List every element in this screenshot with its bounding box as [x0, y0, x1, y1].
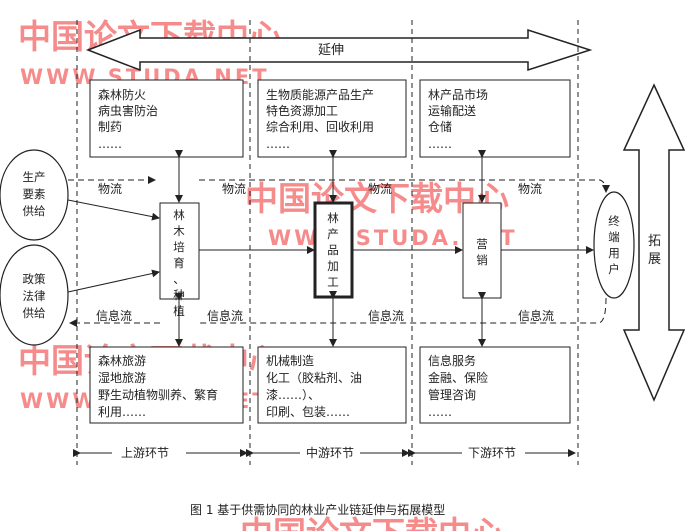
main-flow-arrows — [67, 199, 594, 293]
chain-node-processing: 林产品加工 — [313, 201, 354, 299]
box-text: …… — [428, 137, 452, 151]
box-text: 化工（胶粘剂、油 — [266, 370, 362, 385]
top-box-midstream: 生物质能源产品生产 特色资源加工 综合利用、回收利用 …… — [257, 79, 407, 158]
box-text: 印刷、包装…… — [266, 405, 350, 419]
bottom-box-downstream: 信息服务 金融、保险 管理咨询 …… — [419, 346, 571, 424]
box-text: 仓储 — [428, 119, 452, 134]
box-text: …… — [98, 137, 122, 151]
box-text: 运输配送 — [428, 103, 476, 118]
information-flow-label: 信息流 — [96, 308, 132, 323]
figure-caption: 图 1 基于供需协同的林业产业链延伸与拓展模型 — [190, 502, 445, 517]
extension-label: 延伸 — [318, 43, 344, 58]
stage-label-downstream: 下游环节 — [468, 446, 516, 460]
box-text: …… — [428, 405, 452, 419]
node-end-user: 终端用户 — [593, 191, 635, 299]
expansion-label-2: 展 — [648, 252, 661, 267]
material-flow-label: 物流 — [368, 182, 392, 196]
box-text: 特色资源加工 — [266, 103, 338, 118]
box-text: 森林旅游 — [98, 353, 146, 368]
box-text: 利用…… — [98, 405, 146, 419]
box-text: 综合利用、回收利用 — [266, 119, 374, 134]
node-label: 林产品加工 — [327, 211, 339, 289]
bottom-box-midstream: 机械制造 化工（胶粘剂、油 漆……）、 印刷、包装…… — [257, 346, 407, 424]
box-text: 金融、保险 — [428, 370, 488, 385]
information-flow-line — [69, 297, 607, 327]
bottom-box-upstream: 森林旅游 湿地旅游 野生动植物驯养、繁育 利用…… — [89, 346, 244, 424]
node-label: 营销 — [476, 237, 488, 267]
box-text: 生物质能源产品生产 — [266, 88, 374, 102]
box-text: 林产品市场 — [428, 87, 488, 102]
stage-dividers — [76, 20, 579, 465]
material-flow-label: 物流 — [98, 182, 122, 196]
vertical-connectors — [175, 150, 486, 347]
chain-node-marketing: 营销 — [462, 202, 502, 299]
watermark-cn: 中国论文下载中心 — [240, 514, 504, 531]
material-flow-line — [68, 176, 610, 193]
stage-labels: 上游环节 中游环节 下游环节 — [121, 445, 516, 460]
material-flow-label: 物流 — [518, 182, 542, 196]
box-text: 森林防火 — [98, 87, 146, 102]
expansion-label-1: 拓 — [648, 234, 661, 249]
box-text: 制药 — [98, 120, 122, 134]
box-text: 管理咨询 — [428, 387, 476, 402]
expansion-arrow: 拓 展 — [622, 83, 686, 402]
stage-label-upstream: 上游环节 — [121, 446, 169, 460]
box-text: 机械制造 — [266, 353, 314, 368]
box-text: 湿地旅游 — [98, 370, 146, 385]
node-label: 生产要素供给 — [23, 170, 46, 218]
top-box-upstream: 森林防火 病虫害防治 制药 …… — [89, 79, 244, 158]
box-text: 病虫害防治 — [98, 103, 158, 118]
box-text: …… — [266, 137, 290, 151]
stage-label-midstream: 中游环节 — [306, 445, 354, 460]
box-text: 信息服务 — [428, 353, 476, 368]
node-factor-supply: 生产要素供给 — [0, 149, 69, 241]
top-box-downstream: 林产品市场 运输配送 仓储 …… — [419, 79, 571, 158]
node-label: 终端用户 — [608, 214, 620, 276]
node-label: 政策法律供给 — [23, 272, 46, 320]
box-text: 野生动植物驯养、繁育 — [98, 387, 218, 402]
information-flow-label: 信息流 — [518, 308, 554, 323]
information-flow-label: 信息流 — [207, 308, 243, 323]
flow-labels: 物流 物流 物流 物流 信息流 信息流 信息流 信息流 — [96, 182, 554, 323]
extension-arrow: 延伸 — [85, 28, 593, 72]
node-policy-supply: 政策法律供给 — [0, 244, 69, 346]
information-flow-label: 信息流 — [368, 308, 404, 323]
material-flow-label: 物流 — [222, 182, 246, 196]
box-text: 漆……）、 — [266, 388, 320, 402]
